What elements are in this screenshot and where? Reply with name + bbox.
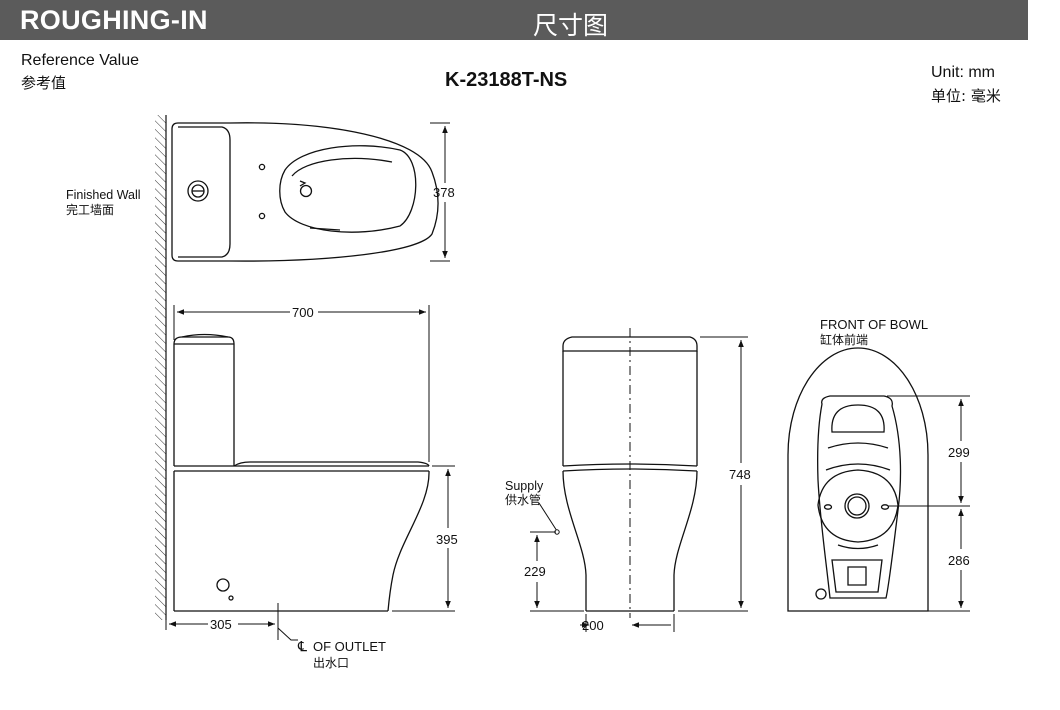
unit-label: Unit: mm — [931, 64, 995, 81]
top-view — [171, 122, 439, 262]
dim-base-width: 200 — [582, 618, 604, 633]
reference-label-zh: 参考值 — [21, 74, 67, 92]
dim-bowl-front — [887, 395, 970, 612]
dim-overall-length: 700 — [292, 305, 314, 320]
unit-label-zh: 单位: 毫米 — [931, 87, 1001, 105]
section-title-zh: 尺寸图 — [533, 11, 609, 40]
dim-700 — [173, 305, 430, 462]
finished-wall — [155, 115, 167, 620]
front-of-bowl-label-zh: 缸体前端 — [820, 332, 868, 347]
dim-bowl-height: 395 — [436, 532, 458, 547]
dim-748 — [678, 336, 748, 612]
dim-top-width: 378 — [433, 185, 455, 200]
dim-200 — [580, 614, 675, 632]
dim-front-upper: 299 — [948, 445, 970, 460]
dim-395 — [392, 465, 455, 612]
reference-label: Reference Value — [21, 52, 139, 69]
dim-overall-height: 748 — [729, 467, 751, 482]
dim-305 — [165, 603, 298, 641]
supply-label-zh: 供水管 — [505, 492, 541, 507]
outlet-label-zh: 出水口 — [313, 656, 349, 670]
finished-wall-label: Finished Wall — [66, 188, 141, 202]
outlet-label: OF OUTLET — [313, 639, 386, 654]
title-bar: ROUGHING-IN 尺寸图 — [0, 0, 1028, 40]
dim-front-lower: 286 — [948, 553, 970, 568]
centerline-symbol: ℄ — [297, 638, 307, 654]
supply-marker — [530, 502, 584, 612]
model-number: K-23188T-NS — [445, 69, 568, 91]
section-title: ROUGHING-IN — [20, 5, 208, 35]
side-view — [173, 333, 430, 612]
supply-label: Supply — [505, 479, 544, 493]
front-of-bowl-label: FRONT OF BOWL — [820, 317, 928, 332]
dim-378 — [430, 122, 450, 262]
dim-supply-height: 229 — [524, 564, 546, 579]
dim-outlet-distance: 305 — [210, 617, 232, 632]
bottom-view — [787, 347, 929, 612]
finished-wall-label-zh: 完工墙面 — [66, 202, 114, 217]
